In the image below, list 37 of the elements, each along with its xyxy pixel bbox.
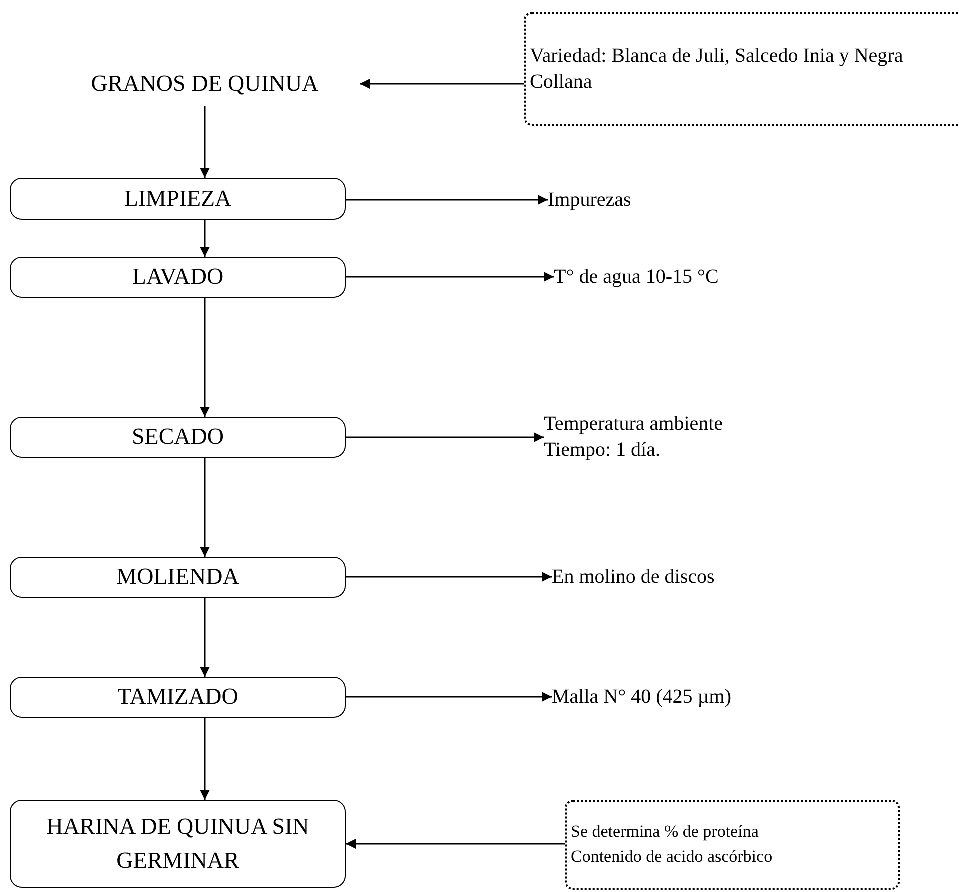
arrow (346, 692, 552, 702)
step-label: TAMIZADO (118, 683, 238, 712)
arrow (200, 220, 210, 257)
step-label: LIMPIEZA (124, 184, 232, 213)
arrow (346, 272, 554, 282)
note-text: Contenido de acido ascórbico (571, 846, 774, 868)
arrow (360, 79, 524, 89)
process-box (10, 178, 346, 220)
process-box (10, 677, 346, 718)
output-label: Malla N° 40 (425 µm) (552, 685, 732, 710)
note-text: Se determina % de proteína (571, 821, 760, 844)
process-box (10, 557, 346, 598)
arrow (346, 572, 552, 582)
arrow (346, 432, 544, 442)
arrow (200, 298, 210, 417)
arrow (200, 718, 210, 800)
arrow (200, 106, 210, 178)
step-label: MOLIENDA (116, 563, 240, 592)
arrow (346, 839, 565, 849)
step-label: LAVADO (132, 263, 224, 292)
step-label: GRANOS DE QUINUA (91, 70, 319, 98)
arrow (200, 598, 210, 677)
arrow (346, 195, 548, 205)
output-label: En molino de discos (552, 565, 715, 590)
note-box (565, 800, 900, 890)
note-box (524, 12, 959, 126)
output-label: T° de agua 10-15 °C (554, 265, 719, 290)
note-text: Variedad: Blanca de Juli, Salcedo Inia y Negra Collana (530, 44, 904, 95)
output-label: Tiempo: 1 día. (544, 438, 660, 463)
output-label: Impurezas (548, 188, 632, 213)
step-label: HARINA DE QUINUA SIN GERMINAR (46, 812, 310, 875)
output-label: Temperatura ambiente (544, 412, 724, 437)
process-box (10, 417, 346, 458)
process-box (10, 800, 346, 888)
arrow (200, 458, 210, 557)
process-box (10, 257, 346, 298)
step-label: SECADO (132, 423, 224, 452)
